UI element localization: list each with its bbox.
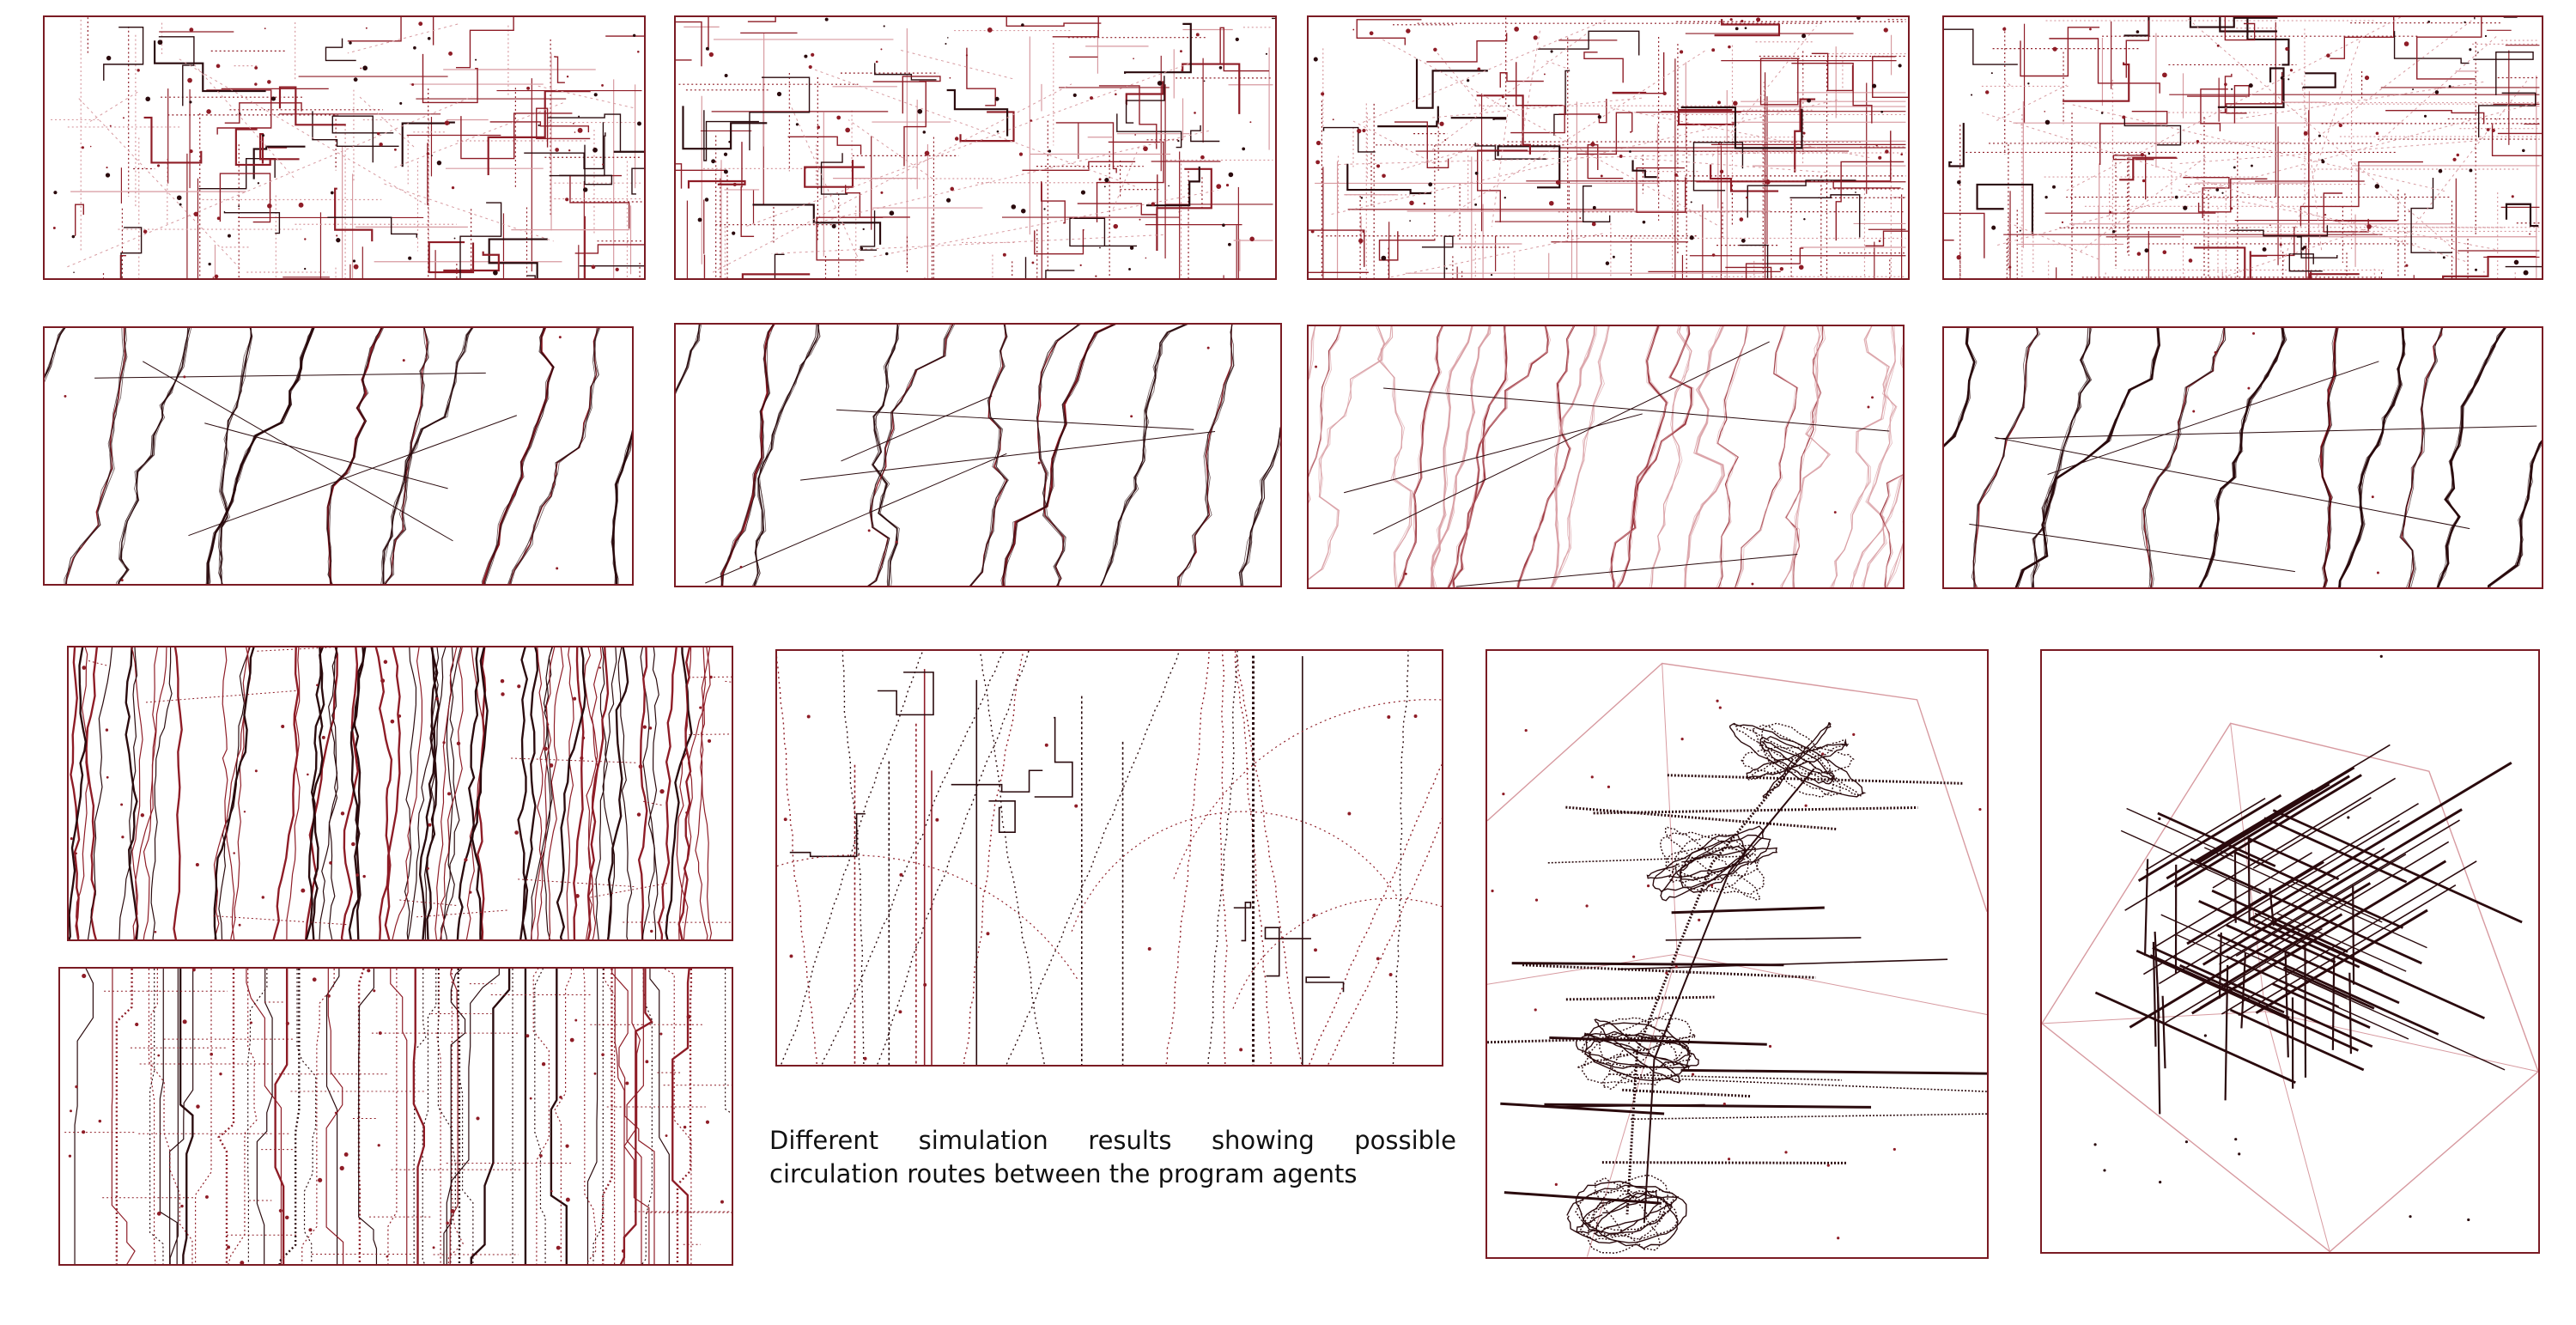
sim-panel-3d-2 [2040,649,2540,1254]
sim-panel-dense-1 [67,646,733,941]
sim-trace-drawing [1487,651,1987,1257]
sim-trace-drawing [1944,328,2542,587]
sim-panel-dense-2 [58,967,733,1266]
sim-panel-flow-4 [1942,326,2543,589]
sim-panel-3d-1 [1485,649,1989,1259]
sim-trace-drawing [45,17,644,278]
sim-trace-drawing [45,328,632,584]
sim-trace-drawing [60,969,732,1264]
sim-trace-drawing [676,325,1280,586]
sim-panel-grid-2 [674,15,1277,280]
sim-panel-flow-2 [674,323,1282,587]
sim-panel-paths [775,649,1443,1067]
sim-panel-flow-1 [43,326,634,586]
sim-panel-flow-3 [1307,325,1905,589]
sim-panel-grid-4 [1942,15,2543,280]
sim-trace-drawing [1944,17,2542,278]
figure-caption: Different simulation results showing pos… [769,1124,1456,1191]
sim-trace-drawing [676,17,1275,278]
sim-trace-drawing [777,651,1442,1065]
sim-trace-drawing [1309,17,1908,278]
sim-trace-drawing [1309,326,1903,587]
sim-trace-drawing [69,647,732,939]
sim-trace-drawing [2042,651,2538,1252]
sim-panel-grid-1 [43,15,646,280]
sim-panel-grid-3 [1307,15,1910,280]
